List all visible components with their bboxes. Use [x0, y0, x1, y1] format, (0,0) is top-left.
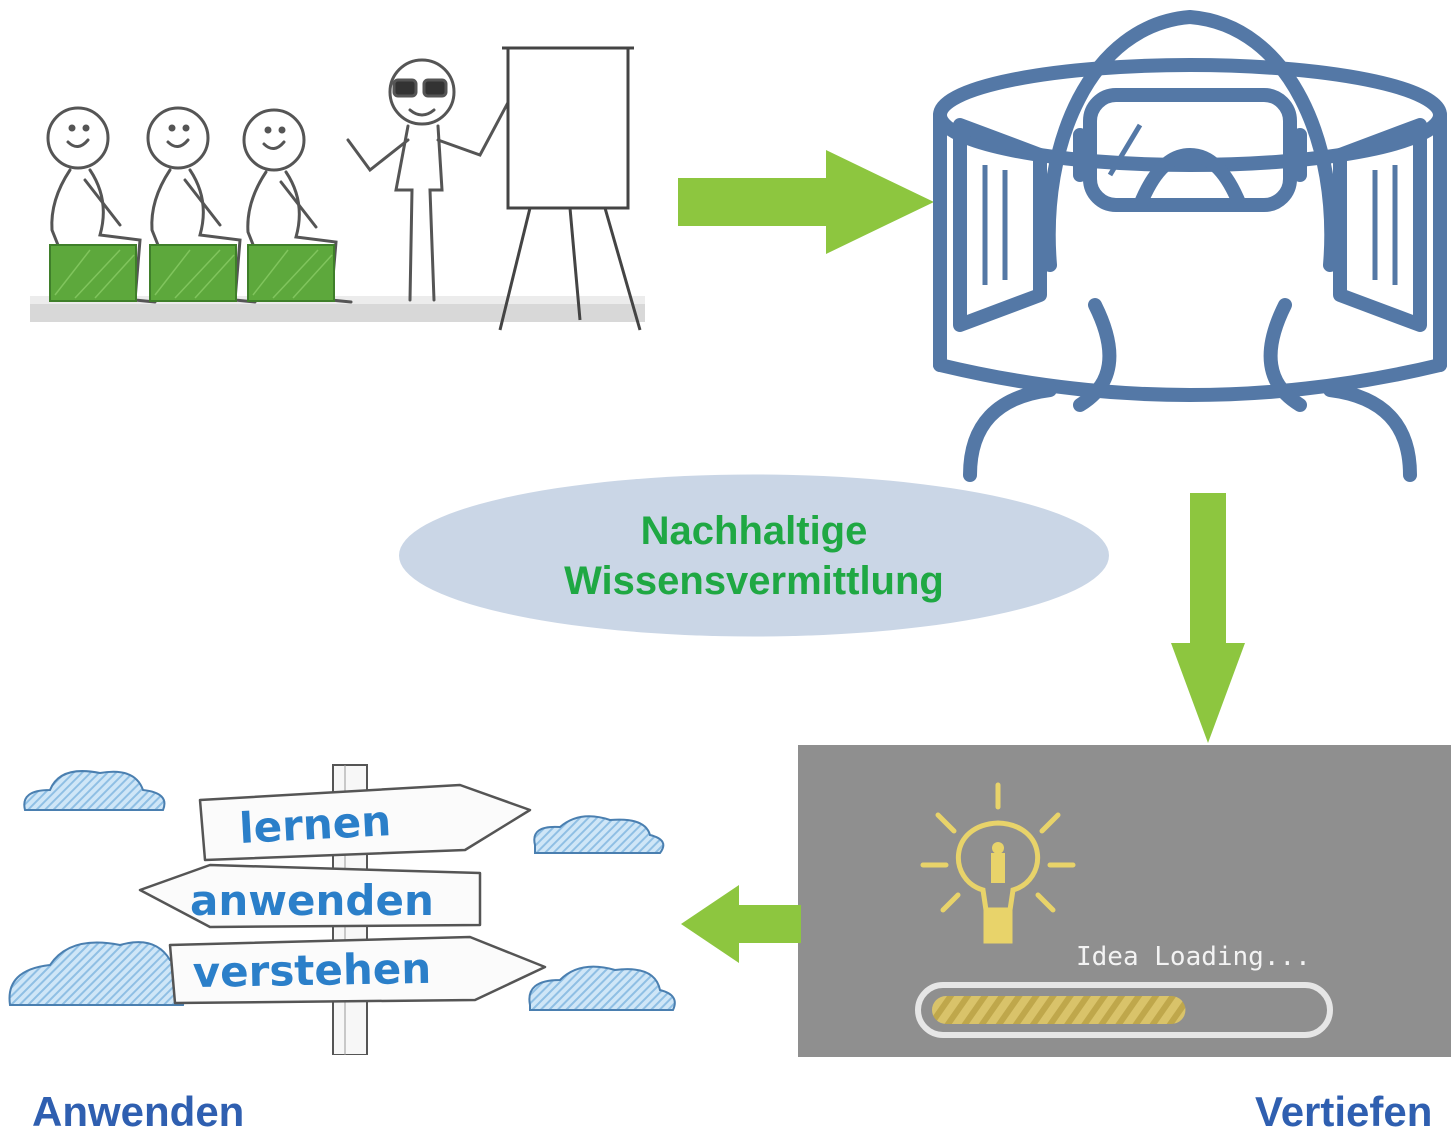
cloud-icon	[8, 770, 676, 1011]
arrow-left-icon	[681, 885, 801, 963]
lightbulb-icon	[920, 782, 1076, 944]
arrow-right-icon	[678, 150, 934, 254]
sign-lernen: lernen	[238, 796, 392, 853]
idea-loading-graphic: Idea Loading...	[915, 782, 1333, 1038]
caption-vertiefen: Vertiefen	[1255, 1088, 1433, 1135]
presenter-figure	[346, 58, 522, 302]
flipchart	[498, 46, 642, 331]
center-ellipse	[399, 474, 1109, 637]
caption-anwenden: Anwenden	[32, 1088, 245, 1135]
training-illustration	[30, 46, 645, 331]
signpost-illustration: lernen anwenden verstehen	[8, 764, 676, 1055]
sign-verstehen: verstehen	[192, 944, 431, 997]
progress-track	[915, 982, 1333, 1038]
vr-headset-icon	[933, 10, 1447, 482]
loading-text: Idea Loading...	[1076, 942, 1311, 972]
idea-loading-panel: Idea Loading...	[798, 745, 1451, 1057]
seated-person	[46, 106, 157, 304]
progress-fill	[932, 996, 1186, 1024]
sign-anwenden: anwenden	[190, 876, 434, 925]
arrow-down-icon	[1171, 493, 1245, 743]
